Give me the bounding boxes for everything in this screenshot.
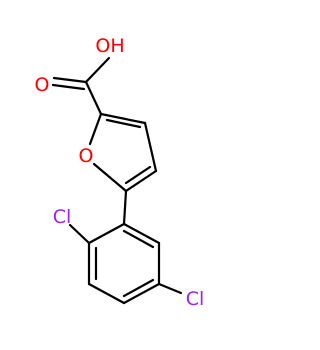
bond-phenyl-c4-c5-inner	[122, 278, 155, 298]
bond-phenyl-c4-c5	[122, 282, 161, 305]
bond-acid-to-ring	[84, 80, 103, 116]
bond-c-o-double-1	[52, 76, 88, 84]
bond-c-o-double-2	[51, 83, 86, 91]
ring-oxygen-label: O	[79, 145, 94, 167]
bond-phenyl-c1-c2	[87, 222, 126, 245]
bond-furan-c2-c3-inner	[105, 118, 142, 129]
chlorine-2-label: Cl	[53, 206, 72, 228]
bond-phenyl-c3-c4	[87, 282, 126, 305]
bond-phenyl-c6-c1	[122, 222, 161, 245]
carbonyl-oxygen-label: O	[35, 74, 50, 96]
bond-furan-c4-c5-inner	[124, 165, 152, 185]
bond-furan-c2-o1	[88, 112, 103, 146]
hydroxyl-label: OH	[95, 35, 124, 57]
bond-c-oh	[84, 56, 111, 84]
bond-furan-c4-c5	[124, 169, 158, 193]
chlorine-5-label: Cl	[186, 288, 205, 310]
bond-furan-c2-c3	[99, 112, 147, 125]
bond-furan-c5-o1	[92, 162, 128, 193]
bond-phenyl-c6-c1-inner	[122, 229, 155, 249]
bond-furan-phenyl	[122, 189, 128, 226]
bond-furan-c3-c4	[143, 121, 158, 173]
bond-c5-cl	[157, 282, 183, 295]
bond-c2-cl	[68, 223, 91, 245]
structure-diagram: OH O O Cl Cl	[35, 35, 205, 310]
